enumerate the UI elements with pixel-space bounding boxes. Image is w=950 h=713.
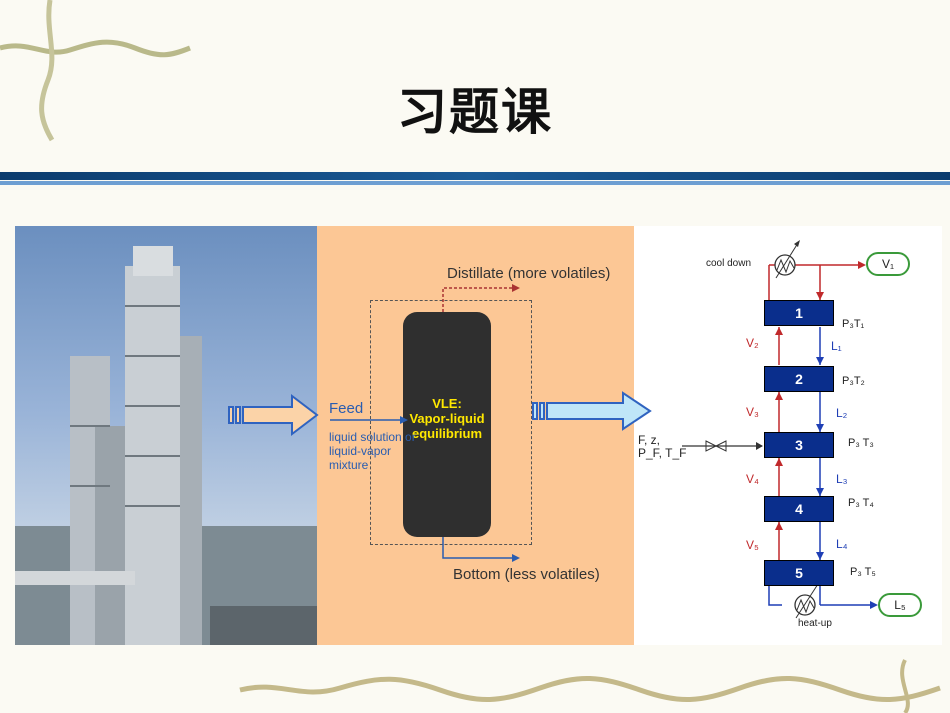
cool-down-label: cool down: [706, 258, 752, 269]
bottom-product: L₅: [878, 593, 922, 617]
vapor-flow-4: V₄: [746, 472, 759, 486]
feed-label: Feed: [329, 400, 364, 417]
bottom-label: Bottom (less volatiles): [453, 566, 600, 583]
feed-conditions-line1: F, z,: [638, 433, 661, 447]
stage-1-conditions: P₃T₁: [842, 318, 865, 330]
title-divider: [0, 172, 950, 180]
vapor-flow-2: V₂: [746, 336, 759, 350]
liquid-flow-1: L₁: [831, 339, 842, 353]
distillate-label: Distillate (more volatiles): [447, 265, 611, 282]
stage-5-conditions: P₃ T₅: [850, 566, 876, 578]
vle-label-subtitle: Vapor-liquid equilibrium: [409, 411, 485, 441]
feed-arrow-icon: [228, 393, 319, 437]
output-arrow-icon: [532, 391, 652, 431]
separation-vessel: [403, 312, 491, 537]
stage-2-conditions: P₃T₂: [842, 375, 865, 387]
vapor-flow-5: V₅: [746, 538, 759, 552]
vle-boundary: [370, 300, 532, 545]
vle-label-title: VLE:: [432, 396, 462, 411]
top-product: V₁: [866, 252, 910, 276]
heat-up-label: heat-up: [798, 618, 832, 629]
stage-5: 5: [764, 560, 834, 586]
stage-3-conditions: P₃ T₃: [848, 437, 874, 449]
distillation-column-photo: [15, 226, 317, 645]
vle-label: VLE: Vapor-liquid equilibrium: [403, 396, 491, 441]
liquid-flow-3: L₃: [836, 472, 848, 486]
stage-4-conditions: P₃ T₄: [848, 497, 874, 509]
feed-conditions-line2: P_F, T_F: [638, 446, 687, 460]
liquid-flow-4: L₄: [836, 537, 848, 551]
stage-2: 2: [764, 366, 834, 392]
page-title: 习题课: [397, 83, 553, 141]
stage-3: 3: [764, 432, 834, 458]
liquid-flow-2: L₂: [836, 406, 848, 420]
feed-description: liquid solution or liquid-vapor mixture: [329, 430, 416, 472]
title-divider-light: [0, 181, 950, 185]
stage-1: 1: [764, 300, 834, 326]
vapor-flow-3: V₃: [746, 405, 759, 419]
feed-conditions: F, z, P_F, T_F: [638, 434, 686, 460]
stage-4: 4: [764, 496, 834, 522]
